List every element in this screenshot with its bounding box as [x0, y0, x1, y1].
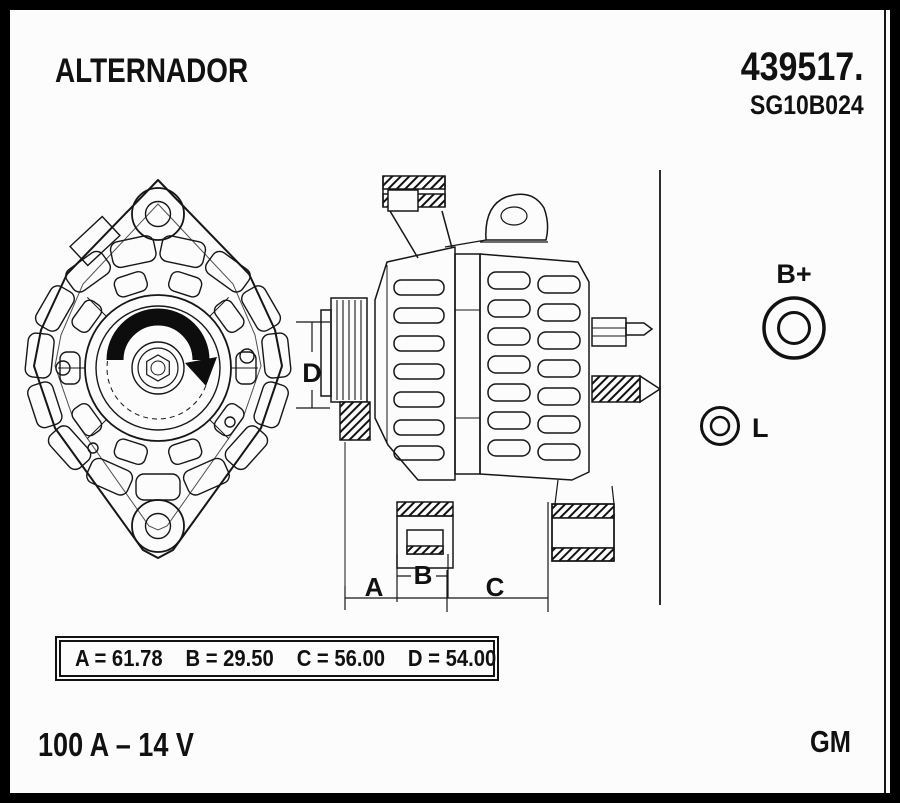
terminal-symbols: B+ L	[700, 259, 826, 446]
bolt-hole	[224, 416, 236, 428]
front-view-body	[23, 179, 293, 559]
bolt-hole	[239, 348, 255, 364]
dim-c-value: C = 56.00	[296, 645, 386, 671]
stator-ring	[454, 253, 481, 475]
spade-terminal	[625, 322, 654, 336]
page-edge-rule	[884, 10, 886, 793]
housing-boss	[69, 215, 121, 267]
catalog-page: ALTERNADOR 439517. SG10B024	[10, 10, 890, 793]
stud-tip	[639, 374, 662, 404]
bottom-mounting-ear	[131, 499, 185, 553]
front-lower-lug	[396, 501, 454, 569]
brand-label: GM	[810, 724, 851, 759]
rear-terminals	[591, 317, 662, 404]
part-code: SG10B024	[750, 90, 864, 120]
dimensions-table-inner: A = 61.78 B = 29.50 C = 56.00 D = 54.00	[59, 640, 497, 677]
shaft-collar	[131, 341, 185, 395]
shaft-hub-hatch	[339, 401, 371, 441]
dim-d-bracket	[296, 321, 330, 409]
b-plus-terminal-icon	[762, 296, 826, 360]
alternator-front-view-drawing	[23, 179, 293, 559]
bolt-hole	[55, 360, 71, 376]
hub-circle	[95, 305, 221, 431]
vent-slots-outer	[23, 233, 293, 501]
shaft-center	[150, 360, 166, 376]
dim-c-label: C	[486, 572, 505, 602]
spokes	[58, 296, 258, 440]
regulator-cover	[444, 193, 549, 248]
dim-d-value: D = 54.00	[407, 645, 497, 671]
front-face-circle	[84, 294, 232, 442]
front-bracket	[374, 246, 456, 481]
bolt-hole	[87, 442, 99, 454]
pulley	[320, 297, 371, 441]
dim-ticks	[344, 554, 449, 612]
rotation-arrow-icon	[106, 308, 217, 386]
dim-a-label: A	[365, 572, 384, 602]
dim-a-value: A = 61.78	[75, 645, 163, 671]
terminal-l-label: L	[752, 413, 769, 443]
l-terminal-icon	[700, 406, 740, 446]
shaft-hex-nut	[146, 354, 170, 382]
dimension-lines	[296, 170, 661, 612]
part-number: 439517.	[741, 45, 864, 89]
b-plus-stud	[591, 375, 641, 403]
part-number-block: 439517. SG10B024	[719, 44, 864, 120]
page-title: ALTERNADOR	[55, 52, 249, 90]
bottom-mounting-hole	[144, 512, 172, 540]
dim-b-label: B	[414, 560, 433, 590]
dim-b-value: B = 29.50	[185, 645, 274, 671]
shaft-circle	[137, 347, 179, 389]
b-plus-terminal-inner	[777, 311, 811, 345]
electrical-rating: 100 A – 14 V	[38, 726, 194, 763]
rear-bracket	[479, 253, 590, 481]
l-terminal-inner	[709, 415, 731, 437]
terminal-b-plus-label: B+	[776, 259, 811, 289]
dimensions-table: A = 61.78 B = 29.50 C = 56.00 D = 54.00	[55, 636, 499, 681]
housing-inner-panel	[54, 203, 262, 531]
housing-outline	[33, 179, 283, 559]
dim-d-label: D	[302, 358, 322, 388]
alternator-side-view-drawing: D A B C	[296, 170, 662, 612]
top-mounting-hole	[144, 200, 172, 228]
top-mounting-ear	[131, 187, 185, 241]
rear-lower-lug	[551, 479, 615, 562]
top-mounting-lug	[382, 175, 453, 259]
